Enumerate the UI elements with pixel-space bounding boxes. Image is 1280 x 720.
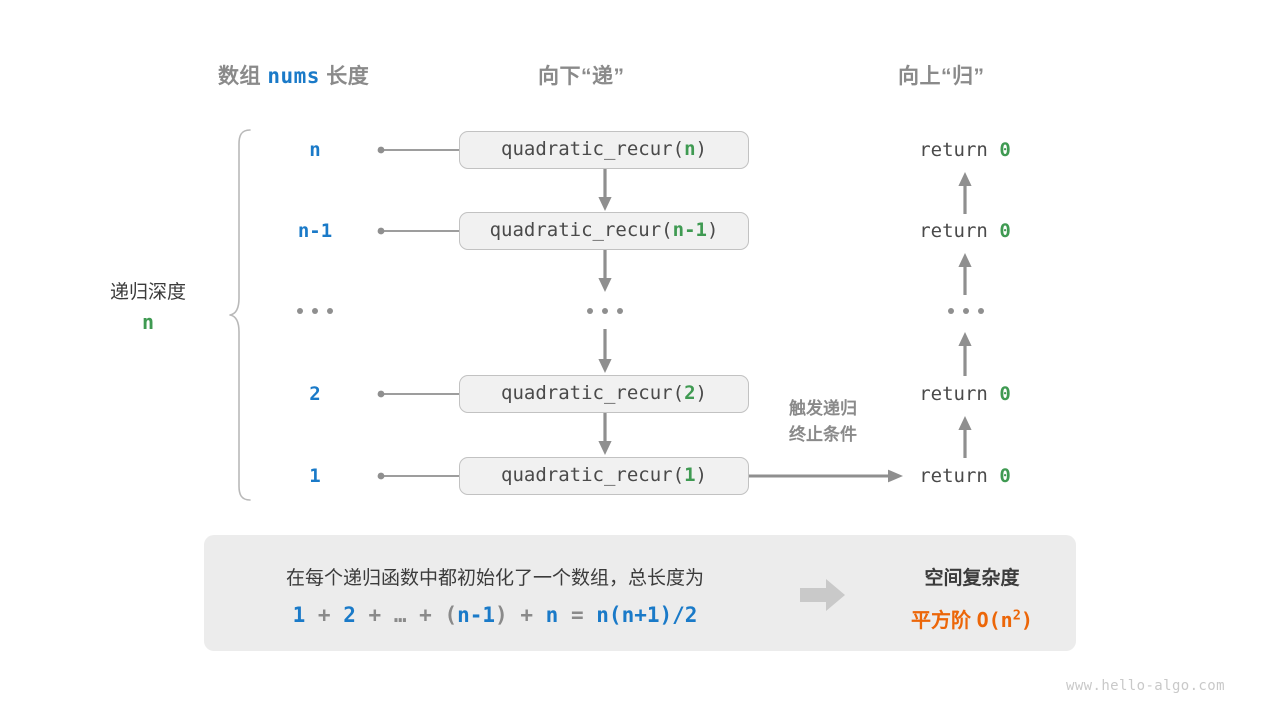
space-complexity-value: 平方阶 O(n2) (880, 604, 1064, 633)
return-label-row-4-text: return (919, 465, 988, 487)
formula-op-3: + (419, 603, 432, 627)
header-array-prefix: 数组 (218, 65, 261, 88)
connector-row-4 (376, 468, 468, 484)
header-ascend: 向上“归” (898, 65, 985, 88)
call-box-row-0[interactable]: quadratic_recur(n) (459, 131, 749, 169)
call-box-row-0-prefix: quadratic_recur( (501, 138, 685, 160)
return-label-row-3-value: 0 (999, 383, 1011, 405)
return-label-row-3-text: return (919, 383, 988, 405)
call-box-row-3-arg: 2 (684, 382, 696, 404)
complexity-order-label: 平方阶 (911, 610, 972, 632)
down-arrow-0-to-1 (595, 169, 615, 213)
formula-op-4: + (520, 603, 533, 627)
formula-term-4: n (545, 603, 559, 627)
formula-term-1: 1 (292, 603, 306, 627)
formula-term-2: 2 (343, 603, 356, 627)
trigger-termination-note: 触发递归 终止条件 (762, 396, 884, 449)
call-box-row-0-arg: n (684, 138, 696, 160)
call-box-row-3-prefix: quadratic_recur( (501, 382, 685, 404)
up-arrow-4-to-3 (955, 414, 975, 458)
formula-op-1: + (317, 603, 331, 627)
formula-op-2: + (368, 603, 382, 627)
call-box-row-3[interactable]: quadratic_recur(2) (459, 375, 749, 413)
return-label-row-4: return 0 (890, 465, 1040, 487)
complexity-big-o: O(n (976, 608, 1013, 632)
return-label-row-1-text: return (919, 220, 988, 242)
call-box-row-4-arg: 1 (684, 464, 696, 486)
size-label-row-0: n (309, 139, 321, 161)
return-label-row-0-value: 0 (999, 139, 1011, 161)
summary-panel (204, 535, 1076, 651)
up-arrow-3-to-dots (955, 330, 975, 376)
size-label-row-4: 1 (309, 465, 321, 487)
down-arrow-1-to-dots (595, 250, 615, 294)
return-label-row-0: return 0 (890, 139, 1040, 161)
call-box-row-1-prefix: quadratic_recur( (489, 219, 673, 241)
call-box-row-4[interactable]: quadratic_recur(1) (459, 457, 749, 495)
call-box-row-1[interactable]: quadratic_recur(n-1) (459, 212, 749, 250)
space-complexity-title: 空间复杂度 (924, 568, 1020, 589)
call-box-row-3-suffix: ) (695, 382, 707, 404)
trigger-note-line2: 终止条件 (789, 425, 857, 445)
down-arrow-dots-to-3 (595, 329, 615, 375)
result-arrow-icon (800, 578, 846, 612)
formula-equals: = (570, 603, 584, 627)
call-box-row-4-prefix: quadratic_recur( (501, 464, 685, 486)
return-label-row-1: return 0 (890, 220, 1040, 242)
call-box-row-4-suffix: ) (695, 464, 707, 486)
call-box-row-0-suffix: ) (695, 138, 707, 160)
return-label-row-0-text: return (919, 139, 988, 161)
return-label-row-3: return 0 (890, 383, 1040, 405)
connector-row-3 (376, 386, 468, 402)
connector-row-0 (376, 142, 468, 158)
header-descend: 向下“递” (538, 65, 625, 88)
formula-ellipsis: … (393, 603, 407, 627)
formula-result: n(n+1)/2 (596, 603, 698, 627)
depth-brace (228, 128, 254, 502)
down-arrow-3-to-4 (595, 413, 615, 457)
watermark: www.hello-algo.com (1066, 678, 1225, 694)
size-label-row-1: n-1 (297, 220, 333, 242)
ellipsis-left (297, 308, 333, 314)
call-box-row-1-suffix: ) (706, 219, 719, 241)
header-array-suffix: 长度 (326, 65, 370, 88)
complexity-close-paren: ) (1020, 608, 1033, 632)
summary-description: 在每个递归函数中都初始化了一个数组，总长度为 (285, 568, 704, 589)
connector-row-1 (376, 223, 468, 239)
size-label-row-3: 2 (309, 383, 321, 405)
base-case-arrow (749, 468, 905, 484)
up-arrow-dots-to-1 (955, 251, 975, 295)
formula-paren-close: ) (495, 603, 508, 627)
recursion-depth-value: n (141, 310, 155, 335)
header-array-code: nums (267, 64, 320, 88)
formula-paren-open: ( (444, 603, 458, 627)
summary-formula: 1 + 2 + … + (n-1) + n = n(n+1)/2 (216, 603, 774, 627)
return-label-row-1-value: 0 (999, 220, 1011, 242)
formula-term-3: n-1 (457, 603, 496, 627)
recursion-depth-text: 递归深度 (109, 282, 186, 303)
return-label-row-4-value: 0 (999, 465, 1011, 487)
header-array-length: 数组 nums 长度 (218, 60, 369, 90)
complexity-exponent: 2 (1012, 607, 1021, 624)
call-box-row-1-arg: n-1 (672, 219, 707, 241)
ellipsis-middle (587, 308, 623, 314)
recursion-depth-label: 递归深度 n (58, 278, 238, 338)
ellipsis-right (948, 308, 984, 314)
trigger-note-line1: 触发递归 (789, 399, 857, 418)
up-arrow-1-to-0 (955, 170, 975, 214)
